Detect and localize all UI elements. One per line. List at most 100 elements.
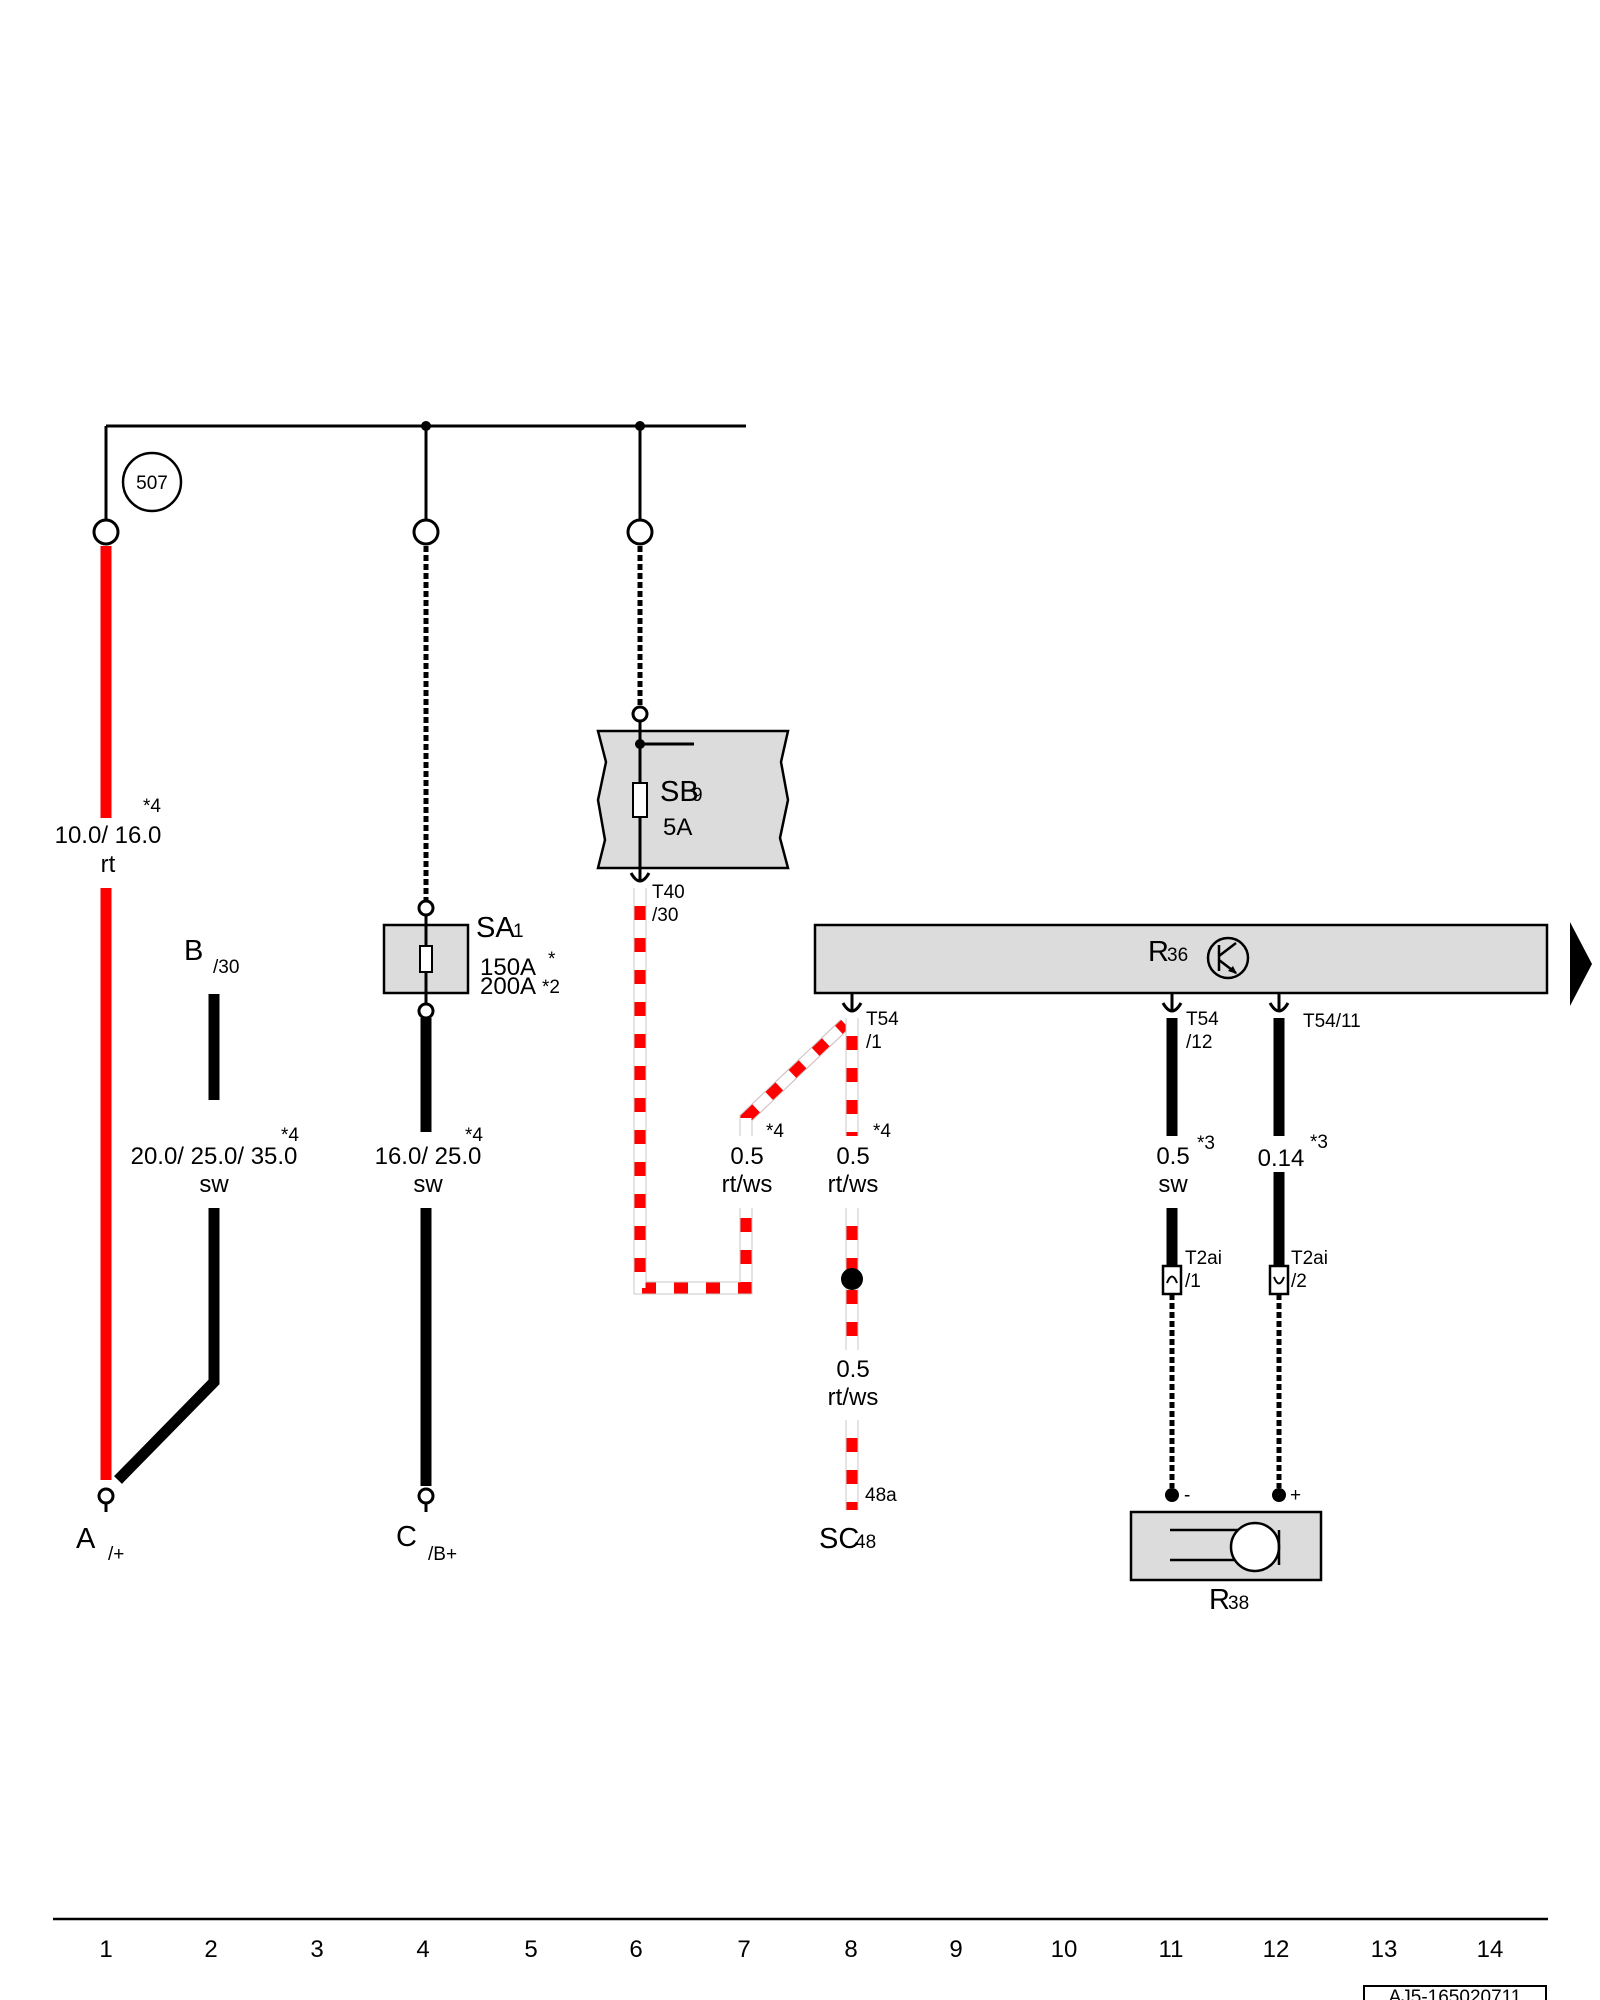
column-number: 4 [416, 1936, 429, 1963]
cross-section-w2: 20.0/ 25.0/ 35.0 [131, 1143, 298, 1170]
terminal-C-label: C [396, 1521, 417, 1553]
reference-507-badge: 507 [121, 451, 183, 513]
footnote-w4: *4 [465, 1125, 483, 1146]
continuation-arrow-icon [1570, 922, 1592, 1006]
column-number: 3 [310, 1936, 323, 1963]
wire-color-w1: rt [101, 851, 116, 878]
footnote-w11: *3 [1197, 1133, 1215, 1154]
connector-T54-1-symbol [841, 1002, 863, 1013]
terminal-B-sub: /30 [213, 957, 239, 978]
sensor-R38-index: 38 [1228, 1593, 1249, 1614]
fuse-SA1-rating1: 150A [480, 954, 536, 981]
wire-column-2: B /30 *4 20.0/ 25.0/ 35.0 sw [114, 935, 299, 1484]
connector-minus: - [1184, 1485, 1190, 1506]
fuse-SA1-name: SA [476, 912, 515, 944]
cross-section-w8a: 0.5 [836, 1143, 869, 1170]
control-unit-R36-box [813, 923, 1549, 995]
wire-column-1: *4 10.0/ 16.0 rt [55, 518, 162, 1480]
connector-T2ai-2-b: /2 [1291, 1271, 1307, 1292]
cross-section-w4: 16.0/ 25.0 [375, 1143, 482, 1170]
control-unit-R36: R 36 [813, 922, 1592, 1006]
terminal-B-label: B [184, 935, 203, 967]
column-number: 7 [737, 1936, 750, 1963]
fuse-SB9-index: 9 [692, 785, 703, 806]
fuse-SB9-rating: 5A [663, 814, 692, 841]
terminal-A: A /+ [76, 1487, 124, 1565]
sc48-index: 48 [855, 1532, 876, 1553]
control-unit-R36-index: 36 [1167, 945, 1188, 966]
connector-T54-1-b: /1 [866, 1032, 882, 1053]
footnote-w12: *3 [1310, 1132, 1328, 1153]
connector-T54-12-b: /12 [1186, 1032, 1212, 1053]
column-number: 9 [949, 1936, 962, 1963]
fuse-SA1-rating2: 200A [480, 973, 536, 1000]
connector-T2ai-1-b: /1 [1185, 1271, 1201, 1292]
splice-point [841, 1268, 863, 1290]
sc48-pin: 48a [865, 1485, 897, 1506]
fuse-SA1-icon [419, 945, 433, 973]
fuse-SA1-index: 1 [513, 921, 524, 942]
column-number: 8 [844, 1936, 857, 1963]
wire-column-12: T54/11 *3 0.14 T2ai /2 + [1258, 993, 1361, 1506]
wire-column-11: T54 /12 *3 0.5 sw T2ai /1 - [1156, 993, 1222, 1506]
transistor-icon [1206, 936, 1250, 980]
column-number: 13 [1371, 1936, 1398, 1963]
wire-column-6-7: T40 /30 *4 0.5 rt/ws [629, 872, 850, 1295]
connector-T2ai-2-a: T2ai [1291, 1248, 1328, 1269]
column-number: 10 [1051, 1936, 1078, 1963]
column-number: 11 [1159, 1936, 1184, 1963]
terminal-A-sub: /+ [108, 1544, 124, 1565]
sensor-R38-name: R [1209, 1584, 1230, 1616]
wire-column-4: SA 1 150A * 200A *2 *4 16.0/ 25.0 sw [375, 518, 560, 1486]
footnote-w7: *4 [766, 1121, 784, 1142]
wire-color-w2: sw [199, 1171, 229, 1198]
connector-T54-11: T54/11 [1303, 1011, 1361, 1032]
column-number: 14 [1477, 1936, 1504, 1963]
reference-507: 507 [136, 473, 168, 494]
column-number: 5 [524, 1936, 537, 1963]
column-number: 1 [99, 1936, 112, 1963]
control-unit-R36-name: R [1148, 936, 1169, 968]
fuse-SA1-mark1: * [548, 949, 556, 970]
fuse-SB9-icon [632, 782, 648, 818]
fuse-SB9-name: SB [660, 776, 699, 808]
cross-section-w1: 10.0/ 16.0 [55, 822, 162, 849]
column-number: 2 [204, 1936, 217, 1963]
cross-section-w12: 0.14 [1258, 1145, 1305, 1172]
footnote-w1: *4 [143, 796, 161, 817]
terminal-C-sub: /B+ [428, 1544, 457, 1565]
footnote-w8a: *4 [873, 1121, 891, 1142]
connector-T2ai-2-symbol [1268, 1264, 1290, 1296]
terminal-C: C /B+ [396, 1487, 457, 1565]
document-id-text: AJ5-165020711 [1389, 1987, 1522, 2000]
footnote-w2: *4 [281, 1125, 299, 1146]
column-number: 12 [1263, 1936, 1290, 1963]
connector-T40-b: /30 [652, 905, 678, 926]
column-ruler: 1 2 3 4 5 6 7 8 9 10 11 12 13 14 [53, 1917, 1548, 1963]
cross-section-w7: 0.5 [730, 1143, 763, 1170]
cross-section-w11: 0.5 [1156, 1143, 1189, 1170]
connector-T54-11-symbol [1268, 1002, 1290, 1013]
wire-column-8: T54 /1 *4 0.5 rt/ws 0.5 rt/ws 48a SC 48 [819, 993, 899, 1555]
connector-T54-12-a: T54 [1186, 1009, 1219, 1030]
wire-color-w7: rt/ws [722, 1171, 773, 1198]
wire-color-w8b: rt/ws [828, 1384, 879, 1411]
fuse-holder-SB9: SB 9 5A [596, 518, 790, 880]
fuse-holder-SB9-box [596, 729, 790, 870]
fuse-SA1-mark2: *2 [542, 977, 560, 998]
column-number: 6 [629, 1936, 642, 1963]
sensor-R38-box [1129, 1510, 1323, 1582]
cross-section-w8b: 0.5 [836, 1356, 869, 1383]
wire-color-w11: sw [1158, 1171, 1188, 1198]
connector-plus: + [1290, 1485, 1301, 1506]
document-id: AJ5-165020711 [1363, 1985, 1547, 2000]
top-bus [104, 421, 746, 520]
sc48-name: SC [819, 1523, 859, 1555]
connector-T54-1-a: T54 [866, 1009, 899, 1030]
connector-T54-12-symbol [1161, 1002, 1183, 1013]
connector-T2ai-1-a: T2ai [1185, 1248, 1222, 1269]
wire-color-w4: sw [413, 1171, 443, 1198]
terminal-A-label: A [76, 1523, 96, 1555]
connector-T2ai-1-symbol [1161, 1264, 1183, 1296]
